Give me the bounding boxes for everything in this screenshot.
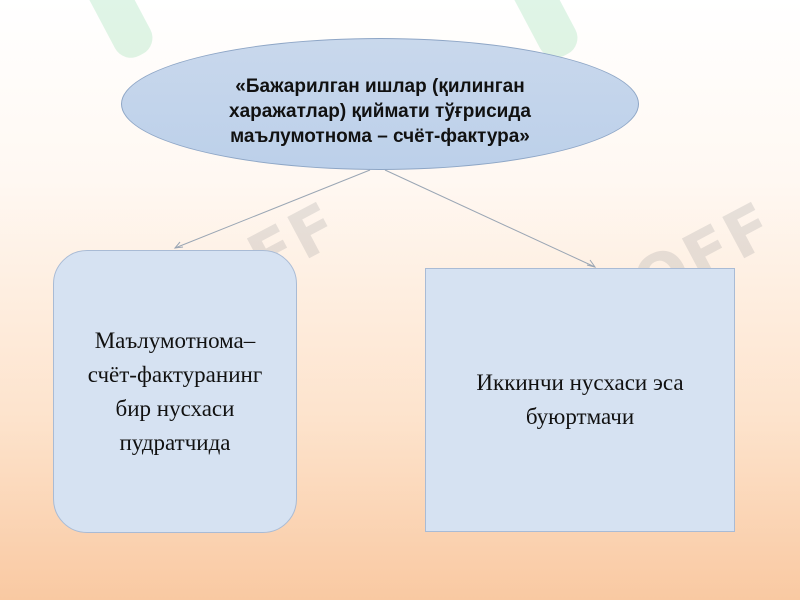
top-node: «Бажарилган ишлар (қилинган харажатлар) … [121, 38, 639, 170]
connector-to-left-node [174, 169, 371, 249]
arrowhead-left [173, 241, 184, 249]
arrowhead-right [586, 259, 597, 268]
left-node-text: Маълумотнома– счёт-фактуранинг бир нусха… [87, 327, 263, 455]
right-node-text: Иккинчи нусхаси эса буюртмачи [476, 370, 684, 429]
right-node: Иккинчи нусхаси эса буюртмачи [425, 268, 735, 532]
connector-to-right-node [384, 169, 596, 268]
top-node-text: «Бажарилган ишлар (қилинган харажатлар) … [229, 75, 531, 147]
left-node: Маълумотнома– счёт-фактуранинг бир нусха… [53, 250, 297, 533]
